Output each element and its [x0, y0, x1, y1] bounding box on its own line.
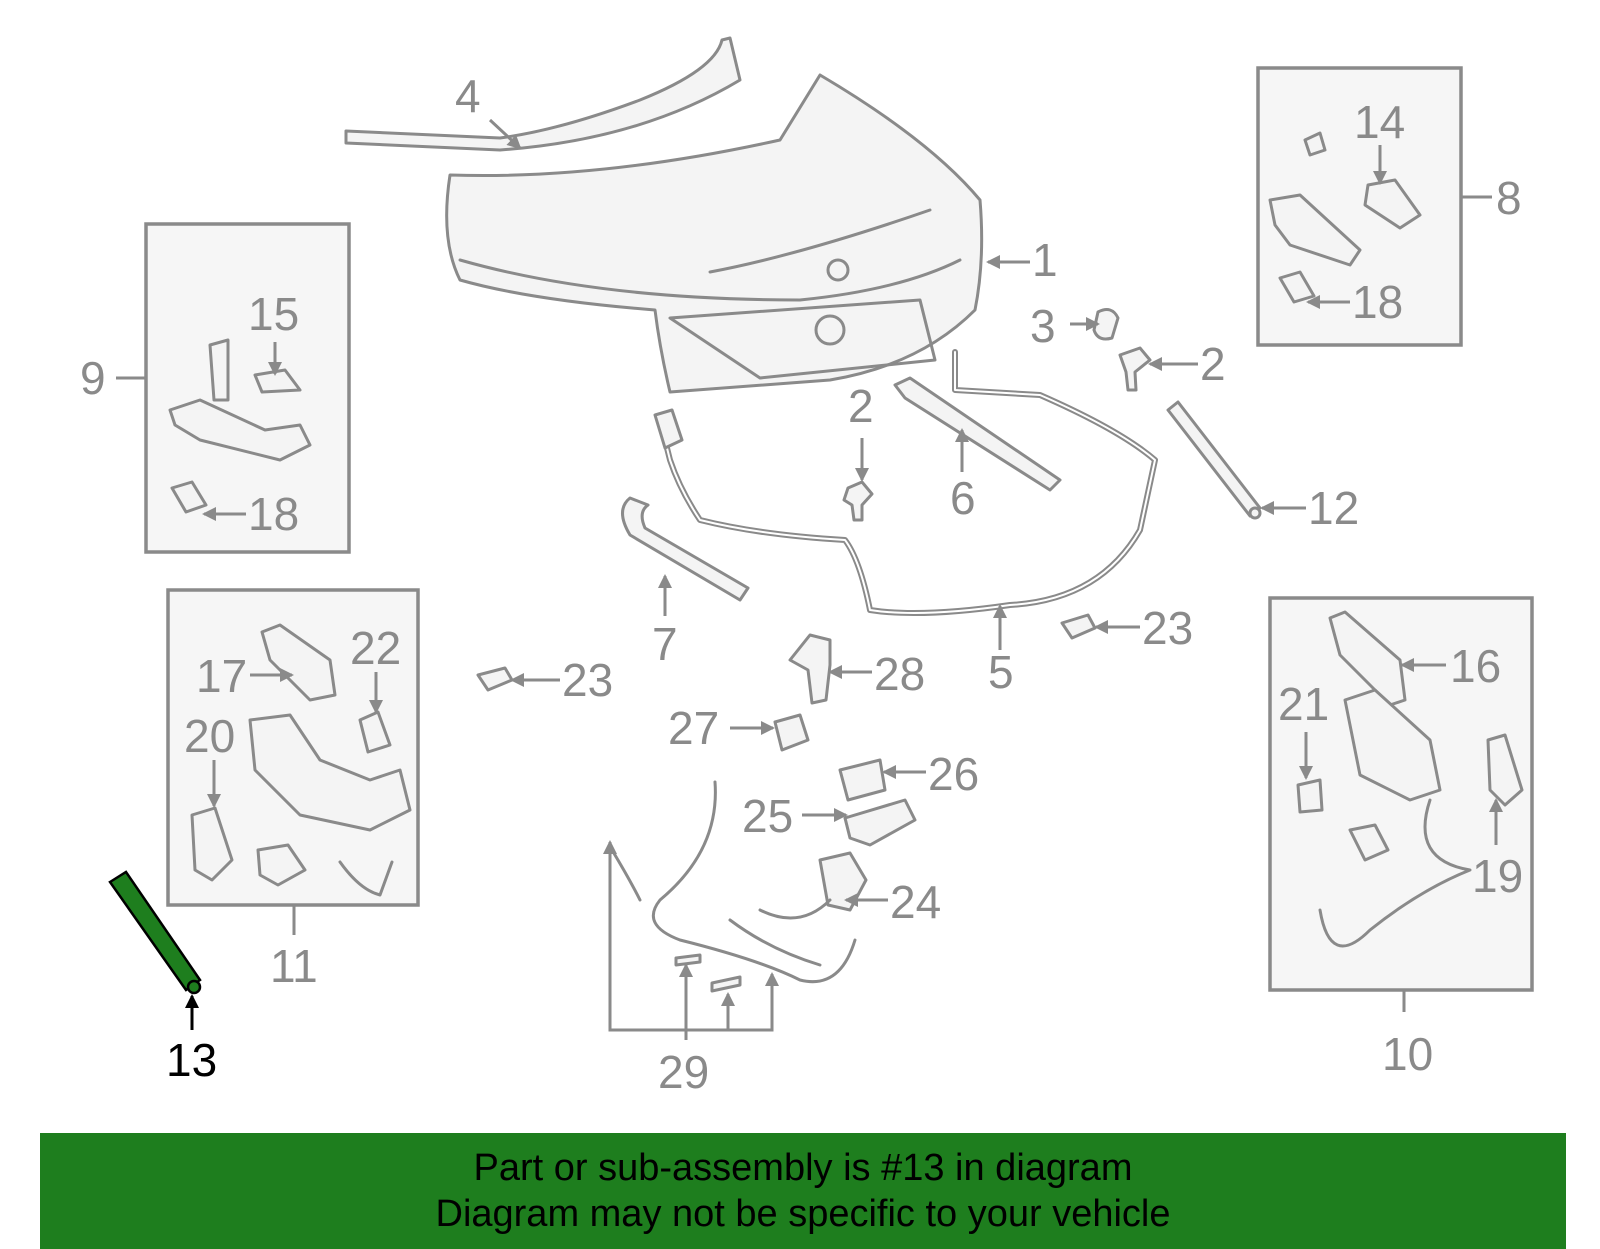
- part-29-wire-harness[interactable]: [610, 780, 857, 993]
- callout-19: 19: [1472, 850, 1523, 902]
- part-13-gas-strut-highlighted[interactable]: [108, 870, 202, 995]
- callout-9: 9: [80, 352, 106, 404]
- part-23-bumper-left[interactable]: [476, 666, 514, 692]
- part-5-weatherstrip[interactable]: [653, 349, 1158, 617]
- part-1-trunk-lid[interactable]: [445, 73, 984, 394]
- callout-2-right: 2: [1200, 338, 1226, 390]
- callout-18-left: 18: [248, 488, 299, 540]
- part-6-seal[interactable]: [893, 376, 1062, 492]
- info-banner: Part or sub-assembly is #13 in diagram D…: [40, 1133, 1566, 1249]
- part-23-bumper-right[interactable]: [1060, 613, 1097, 640]
- callout-11: 11: [270, 940, 318, 992]
- callout-4: 4: [455, 70, 481, 122]
- callout-26: 26: [928, 748, 979, 800]
- callout-2-center: 2: [848, 380, 874, 432]
- part-3-bumper[interactable]: [1092, 308, 1120, 341]
- part-12-stay[interactable]: [1166, 400, 1262, 520]
- callout-24: 24: [890, 876, 941, 928]
- callout-labels: 4 1 3 2 2 6 12 5 7 23 23 28 27 26 25 24 …: [80, 70, 1523, 1098]
- part-25-handle[interactable]: [843, 798, 917, 847]
- callout-7: 7: [652, 618, 678, 670]
- callout-25: 25: [742, 790, 793, 842]
- callout-18-right: 18: [1352, 276, 1403, 328]
- banner-line-1: Part or sub-assembly is #13 in diagram: [473, 1147, 1133, 1189]
- part-8-latch-assembly[interactable]: [1268, 131, 1422, 304]
- part-10-lock-assembly[interactable]: [1296, 610, 1524, 948]
- part-9-latch-assembly[interactable]: [168, 338, 312, 514]
- callout-5: 5: [988, 646, 1014, 698]
- banner-line-2: Diagram may not be specific to your vehi…: [435, 1193, 1171, 1235]
- part-27-switch[interactable]: [773, 713, 810, 752]
- part-2-clip-right[interactable]: [1118, 346, 1152, 392]
- leader-lines: [116, 118, 1503, 1040]
- part-4-weatherstrip[interactable]: [344, 36, 742, 152]
- callout-21: 21: [1278, 678, 1329, 730]
- part-26-handle-cover[interactable]: [838, 758, 887, 802]
- part-7-seal[interactable]: [621, 496, 750, 602]
- callout-17: 17: [196, 650, 247, 702]
- callout-3: 3: [1030, 300, 1056, 352]
- callout-16: 16: [1450, 640, 1501, 692]
- part-2-clip-center[interactable]: [842, 480, 874, 522]
- callout-20: 20: [184, 710, 235, 762]
- part-24-harness[interactable]: [758, 851, 868, 920]
- callout-6: 6: [950, 472, 976, 524]
- callout-29: 29: [658, 1046, 709, 1098]
- part-28-bracket[interactable]: [788, 633, 832, 705]
- callout-22: 22: [350, 622, 401, 674]
- part-11-lock-assembly[interactable]: [190, 623, 412, 897]
- callout-1: 1: [1032, 234, 1058, 286]
- callout-10: 10: [1382, 1028, 1433, 1080]
- callout-23-right: 23: [1142, 602, 1193, 654]
- callout-14: 14: [1354, 96, 1405, 148]
- callout-23-left: 23: [562, 654, 613, 706]
- callout-12: 12: [1308, 482, 1359, 534]
- callout-27: 27: [668, 702, 719, 754]
- callout-15: 15: [248, 288, 299, 340]
- callout-13-highlighted: 13: [166, 1034, 217, 1086]
- callout-28: 28: [874, 648, 925, 700]
- callout-8: 8: [1496, 172, 1522, 224]
